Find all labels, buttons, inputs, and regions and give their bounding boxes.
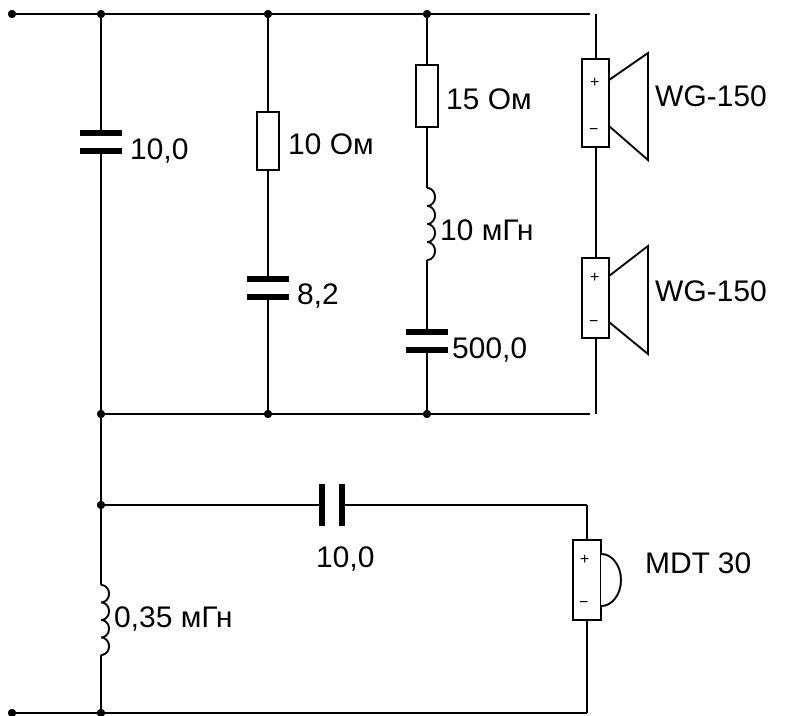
- tweeter: + − MDT 30: [572, 539, 751, 621]
- speaker-1: + − WG-150: [581, 51, 767, 163]
- speaker-2-plus: +: [590, 269, 599, 286]
- speaker-2: + − WG-150: [581, 243, 767, 357]
- capacitor-c1: 10,0: [80, 130, 188, 166]
- speaker-2-cone-icon: [608, 243, 649, 357]
- capacitor-c4-label: 10,0: [316, 541, 374, 574]
- junction-dots: [8, 10, 431, 716]
- tweeter-plus: +: [580, 551, 589, 568]
- capacitor-c4: 10,0: [316, 484, 374, 574]
- speaker-1-label: WG-150: [655, 80, 767, 113]
- resistor-r1: 10 Ом: [256, 111, 374, 171]
- inductor-l2-label: 0,35 мГн: [114, 601, 232, 634]
- capacitor-c3-label: 500,0: [452, 332, 527, 365]
- speaker-1-cone-icon: [608, 51, 649, 163]
- capacitor-c3: 500,0: [406, 329, 527, 365]
- capacitor-c1-label: 10,0: [130, 133, 188, 166]
- capacitor-c2: 8,2: [247, 276, 339, 311]
- tweeter-minus: −: [579, 594, 588, 611]
- tweeter-dome-icon: [600, 553, 622, 607]
- inductor-l1: 10 мГн: [426, 187, 533, 261]
- speaker-1-minus: −: [589, 121, 598, 138]
- tweeter-label: MDT 30: [645, 547, 751, 580]
- resistor-r2: 15 Ом: [415, 64, 532, 128]
- capacitor-c2-label: 8,2: [297, 278, 339, 311]
- resistor-r1-label: 10 Ом: [288, 128, 374, 161]
- wiring: [12, 13, 597, 714]
- speaker-2-minus: −: [589, 313, 598, 330]
- speaker-2-label: WG-150: [655, 275, 767, 308]
- inductor-l1-label: 10 мГн: [440, 214, 533, 247]
- inductor-l2: 0,35 мГн: [100, 584, 232, 656]
- resistor-r2-label: 15 Ом: [446, 83, 532, 116]
- speaker-1-plus: +: [590, 74, 599, 91]
